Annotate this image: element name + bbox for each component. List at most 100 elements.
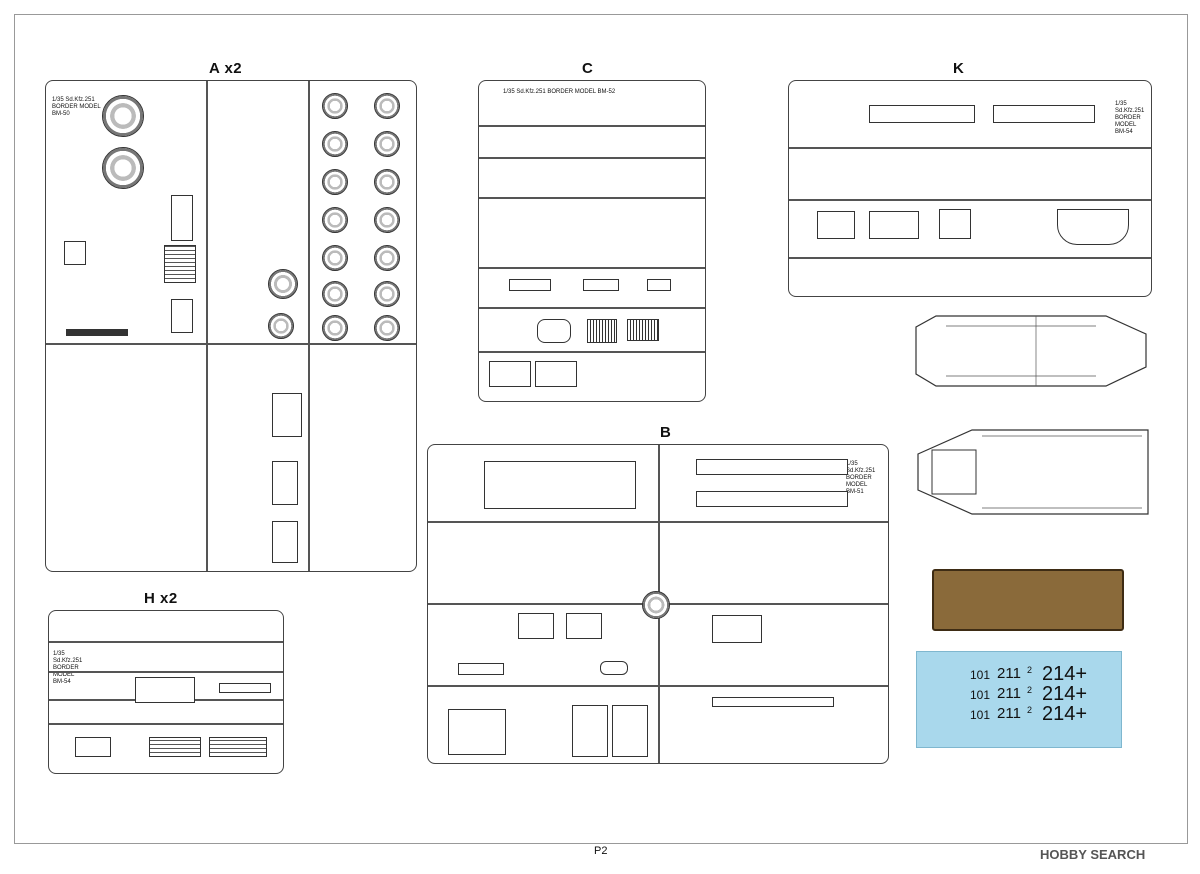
part xyxy=(535,361,577,387)
runner xyxy=(479,267,705,269)
wheel xyxy=(322,245,348,271)
part xyxy=(817,211,855,239)
part xyxy=(272,521,298,563)
decal-row-3-mid: 211 xyxy=(997,705,1021,722)
part xyxy=(566,613,602,639)
runner xyxy=(479,197,705,199)
wheel xyxy=(374,169,400,195)
part xyxy=(171,299,193,333)
sprue-c-label: C xyxy=(582,60,594,77)
runner xyxy=(46,343,416,345)
sprue-a-label: A x2 xyxy=(209,60,243,77)
decal-row-2-sup: 2 xyxy=(1027,685,1033,695)
part xyxy=(939,209,971,239)
runner xyxy=(49,723,283,725)
part xyxy=(509,279,551,291)
decal-row-2-left: 101 xyxy=(970,688,991,702)
decal-row-3-left: 101 xyxy=(970,708,991,722)
wheel xyxy=(374,131,400,157)
part xyxy=(66,329,128,336)
decal-sheet: 101 211 2 214+ 101 211 2 214+ 101 211 2 … xyxy=(916,651,1122,748)
part xyxy=(272,461,298,505)
part xyxy=(75,737,111,757)
page-frame xyxy=(14,14,1188,844)
sprue-c-brand: 1/35 Sd.Kfz.251 BORDER MODEL BM-52 xyxy=(503,89,616,95)
decal-row-3-right: 214+ xyxy=(1042,703,1088,725)
runner xyxy=(49,671,283,673)
wheel xyxy=(322,207,348,233)
runner xyxy=(428,521,888,523)
decal-row-2-right: 214+ xyxy=(1042,683,1088,705)
runner xyxy=(479,157,705,159)
part xyxy=(572,705,608,757)
part xyxy=(612,705,648,757)
hull-top-drawing xyxy=(917,429,1149,515)
part xyxy=(993,105,1095,123)
part xyxy=(1057,209,1129,245)
runner xyxy=(479,125,705,127)
part xyxy=(712,615,762,643)
decal-row-2-mid: 211 xyxy=(997,685,1021,702)
part xyxy=(627,319,659,341)
part xyxy=(712,697,834,707)
hobby-search-watermark: HOBBY SEARCH xyxy=(1040,847,1146,862)
wheel xyxy=(322,315,348,341)
part xyxy=(587,319,617,343)
part xyxy=(458,663,504,675)
part xyxy=(149,737,201,757)
part xyxy=(647,279,671,291)
part xyxy=(64,241,86,265)
page-number: P2 xyxy=(594,845,608,857)
runner xyxy=(479,351,705,353)
runner xyxy=(428,685,888,687)
runner xyxy=(479,307,705,309)
wheel xyxy=(374,207,400,233)
wheel xyxy=(374,245,400,271)
part xyxy=(484,461,636,509)
part xyxy=(696,491,848,507)
wheel xyxy=(322,281,348,307)
part xyxy=(869,105,975,123)
sprue-b-label: B xyxy=(660,424,672,441)
wheel xyxy=(322,131,348,157)
wheel xyxy=(642,591,670,619)
part xyxy=(171,195,193,241)
decal-row-1-right: 214+ xyxy=(1042,663,1088,685)
decal-row-3-sup: 2 xyxy=(1027,705,1033,715)
part xyxy=(272,393,302,437)
wheel xyxy=(322,169,348,195)
drive-sprocket xyxy=(268,269,298,299)
wheel xyxy=(374,315,400,341)
part xyxy=(696,459,848,475)
runner xyxy=(49,641,283,643)
runner xyxy=(206,81,208,571)
road-wheel xyxy=(102,95,144,137)
decal-row-1-left: 101 xyxy=(970,668,991,682)
part xyxy=(448,709,506,755)
photo-etch-fret xyxy=(932,569,1124,631)
part xyxy=(537,319,571,343)
idler-wheel xyxy=(268,313,294,339)
part xyxy=(209,737,267,757)
wheel xyxy=(374,93,400,119)
part xyxy=(164,245,196,283)
wheel xyxy=(322,93,348,119)
sprue-c: 1/35 Sd.Kfz.251 BORDER MODEL BM-52 xyxy=(478,80,706,402)
decal-row-1-sup: 2 xyxy=(1027,665,1033,675)
part xyxy=(219,683,271,693)
wheel xyxy=(374,281,400,307)
part xyxy=(489,361,531,387)
part xyxy=(135,677,195,703)
sprue-k-label: K xyxy=(953,60,965,77)
part xyxy=(518,613,554,639)
runner xyxy=(308,81,310,571)
road-wheel xyxy=(102,147,144,189)
hull-bottom-drawing xyxy=(915,315,1147,387)
